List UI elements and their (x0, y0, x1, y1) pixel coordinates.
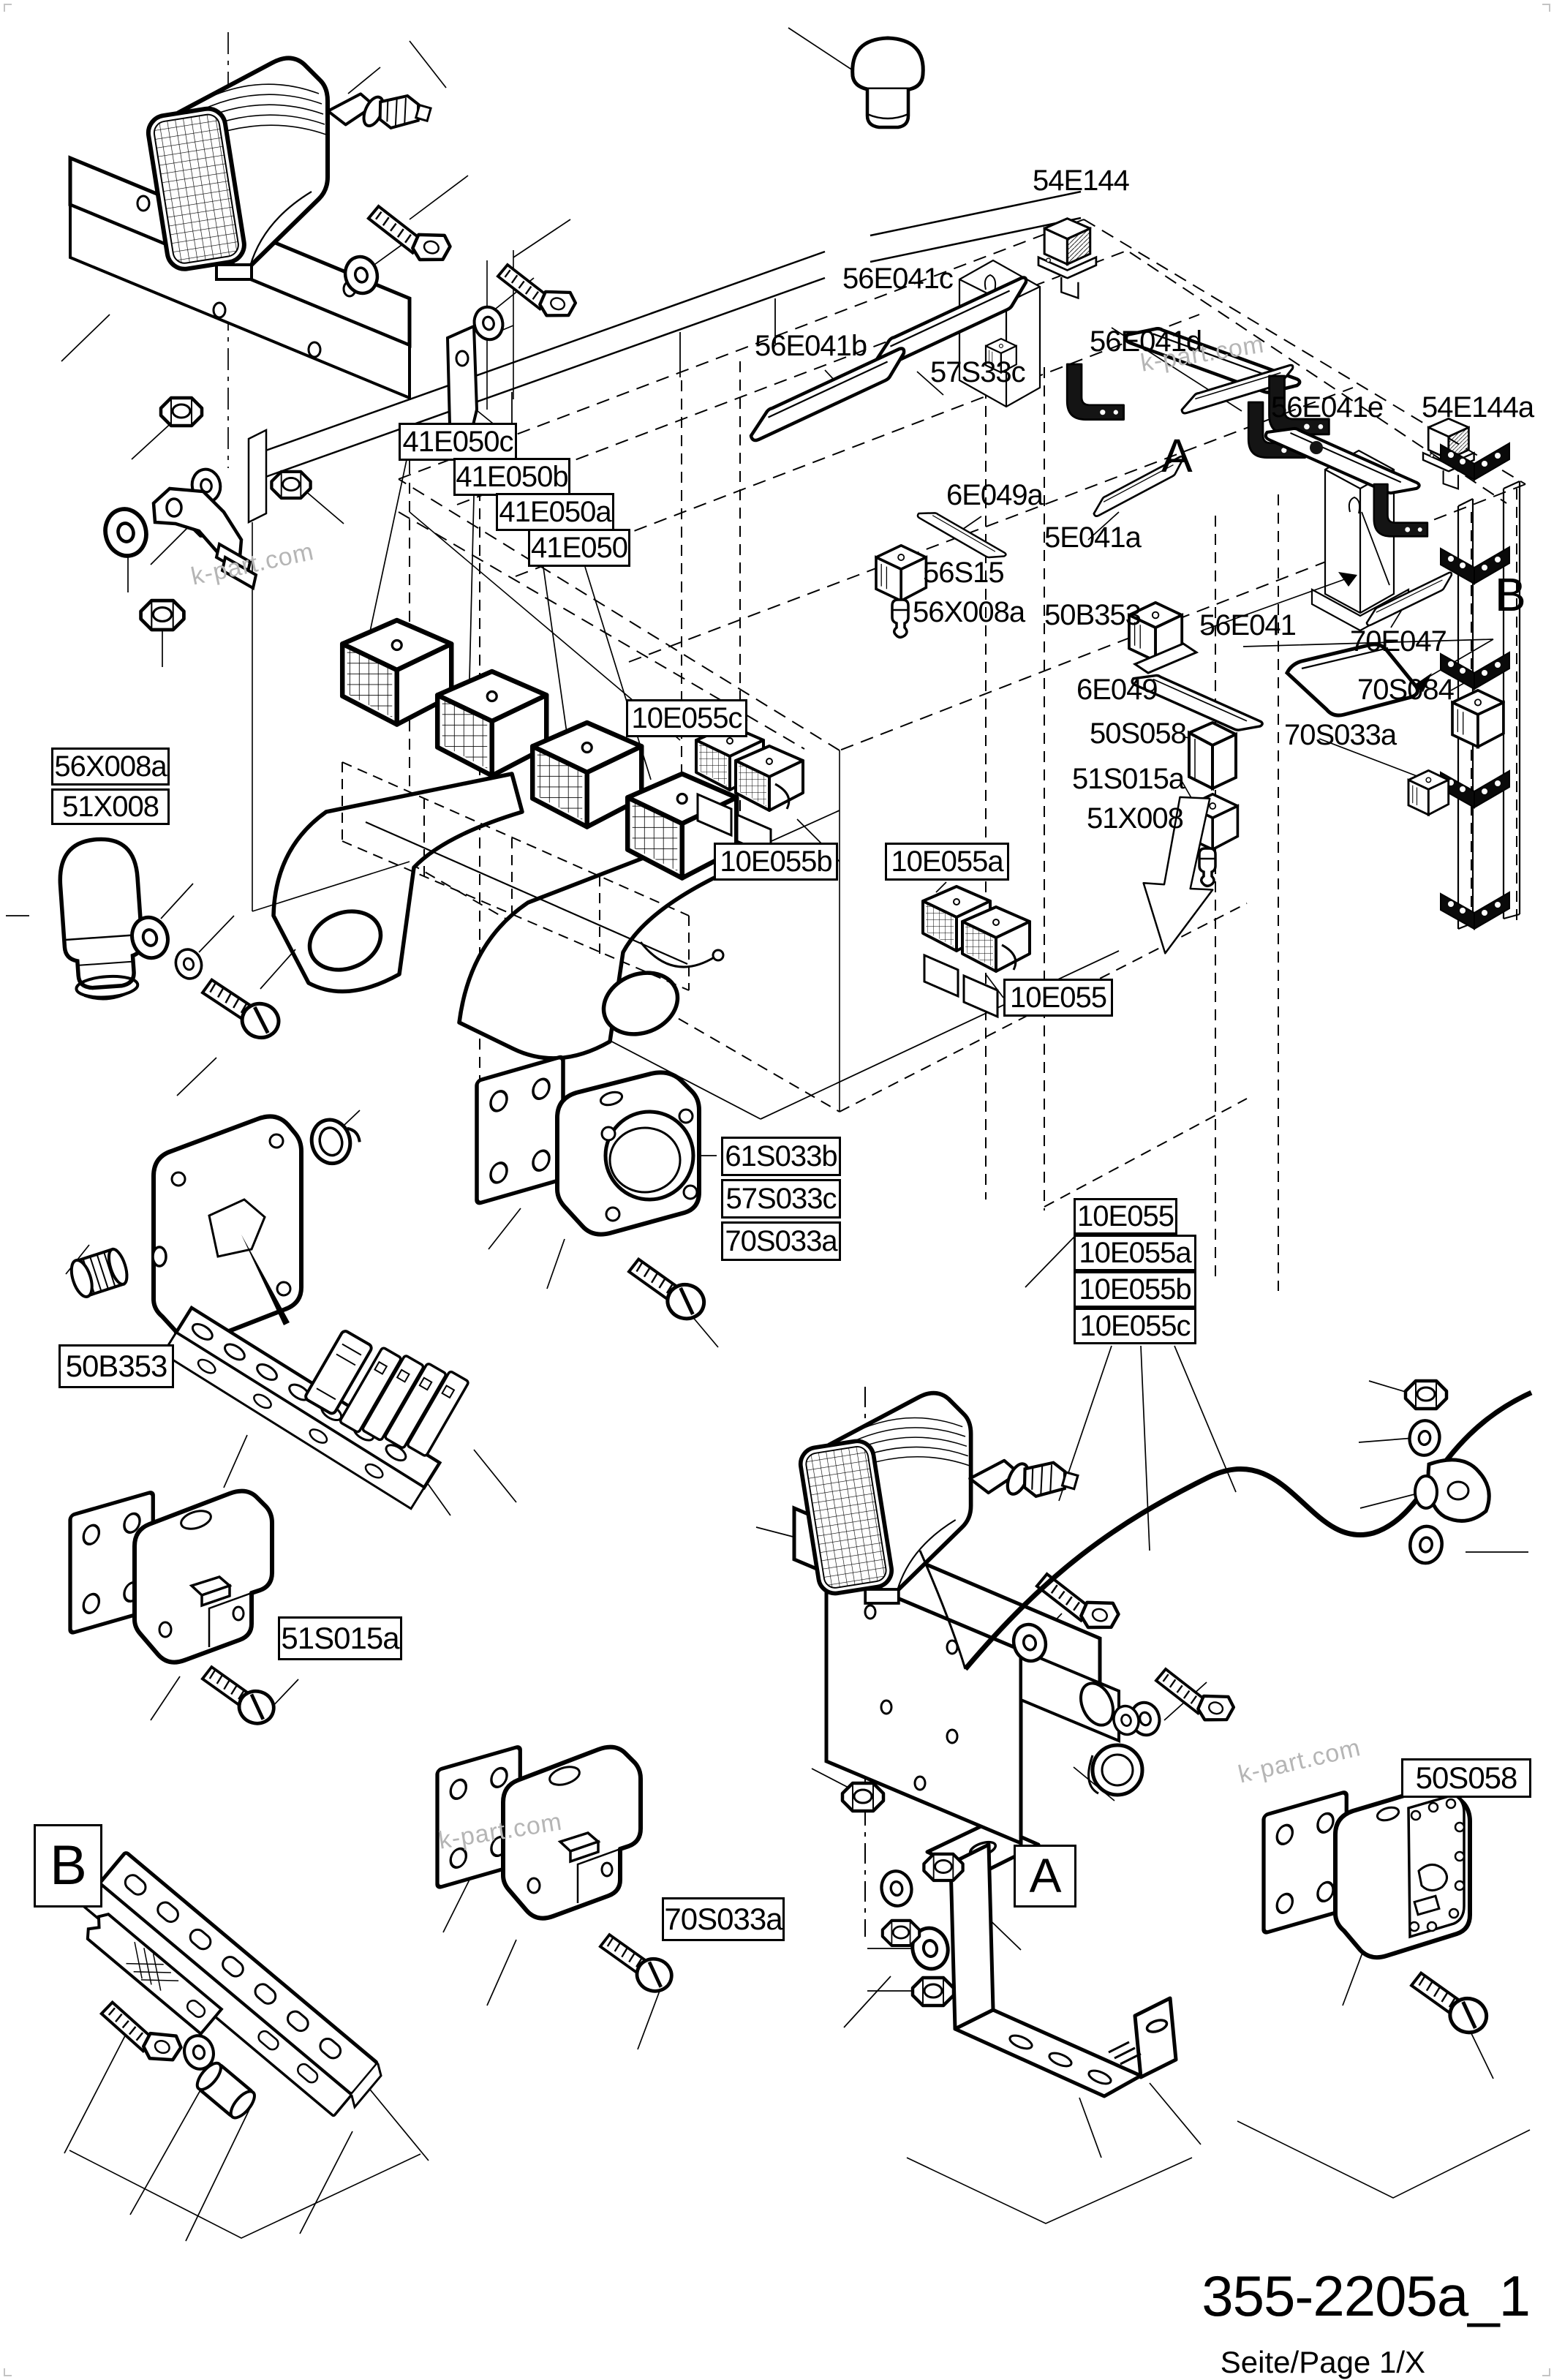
part-label-41E050a[interactable]: 41E050a (496, 493, 614, 531)
part-label-57S33c[interactable]: 57S33c (930, 356, 1026, 388)
part-label-51S015a-top[interactable]: 51S015a (1072, 763, 1185, 795)
part-label-41E050c[interactable]: 41E050c (399, 423, 517, 461)
down-arrow (1142, 796, 1214, 954)
part-label-5E041a[interactable]: 5E041a (1044, 521, 1142, 554)
part-label-54E144a[interactable]: 54E144a (1422, 391, 1534, 423)
part-label-10E055b-stack[interactable]: 10E055b (1074, 1271, 1196, 1308)
drawing-number: 355-2205a_1 (1202, 2264, 1531, 2328)
watermark-1: k-part.com (188, 537, 317, 591)
part-label-50B353-box[interactable]: 50B353 (59, 1344, 174, 1388)
watermark-4: k-part.com (1235, 1733, 1364, 1789)
part-label-10E055c-box[interactable]: 10E055c (626, 699, 747, 737)
part-label-70E047[interactable]: 70E047 (1350, 625, 1447, 658)
speaker-part-61S033b (477, 1056, 711, 1322)
roof-parts (744, 36, 1510, 930)
part-label-51X008-box[interactable]: 51X008 (51, 788, 170, 825)
part-label-56E041d[interactable]: 56E041d (1090, 325, 1202, 358)
part-label-10E055-stack[interactable]: 10E055 (1074, 1198, 1177, 1235)
part-label-56E041[interactable]: 56E041 (1199, 609, 1297, 641)
part-label-56E041c[interactable]: 56E041c (842, 263, 954, 295)
part-label-56X008a-top[interactable]: 56X008a (913, 596, 1025, 628)
part-label-6E049[interactable]: 6E049 (1076, 674, 1158, 706)
part-label-70S033a-top[interactable]: 70S033a (1284, 719, 1397, 751)
part-label-70S084[interactable]: 70S084 (1357, 674, 1455, 706)
part-label-6E049a[interactable]: 6E049a (946, 479, 1044, 511)
mounting-rail-B (80, 1851, 382, 2120)
view-ref-A-box: A (1014, 1845, 1076, 1908)
watermark-3: k-part.com (436, 1807, 565, 1855)
worklamp-assembly-top-left (68, 58, 580, 538)
junction-box-50B353 (69, 1114, 469, 1510)
page-indicator: Seite/Page 1/X (1220, 2345, 1425, 2379)
part-label-10E055c-stack[interactable]: 10E055c (1074, 1308, 1196, 1344)
part-label-41E050b[interactable]: 41E050b (453, 458, 570, 496)
part-label-54E144[interactable]: 54E144 (1033, 165, 1130, 197)
part-label-56E041b[interactable]: 56E041b (755, 330, 867, 362)
part-label-57S033c[interactable]: 57S033c (721, 1179, 841, 1219)
part-label-10E055a-box[interactable]: 10E055a (885, 843, 1009, 881)
lamp-row-41E050 (342, 620, 736, 991)
part-label-51X008-top[interactable]: 51X008 (1087, 802, 1184, 835)
part-label-50S058-btm[interactable]: 50S058 (1401, 1758, 1531, 1798)
part-label-51S015a-box[interactable]: 51S015a (278, 1616, 402, 1660)
part-label-41E050[interactable]: 41E050 (528, 529, 630, 567)
horn-box-50S058 (1264, 1785, 1493, 2036)
part-label-56X008a-box[interactable]: 56X008a (51, 747, 170, 786)
view-ref-B-view: B (1495, 568, 1526, 621)
part-label-10E055-mid[interactable]: 10E055 (1003, 979, 1113, 1017)
terminal-bracket-parts (100, 486, 258, 667)
part-label-70S033a-stack[interactable]: 70S033a (721, 1221, 841, 1261)
part-label-50B353-top[interactable]: 50B353 (1044, 599, 1142, 631)
part-label-70S033a-btm[interactable]: 70S033a (662, 1897, 785, 1941)
part-label-56E041e[interactable]: 56E041e (1271, 391, 1384, 423)
part-label-50S058-top[interactable]: 50S058 (1090, 718, 1187, 750)
view-ref-A-view: A (1161, 429, 1193, 482)
part-label-10E055b-box[interactable]: 10E055b (714, 843, 838, 881)
rubber-cap (850, 36, 925, 91)
part-label-56S15[interactable]: 56S15 (923, 557, 1005, 589)
part-label-61S033b[interactable]: 61S033b (721, 1137, 841, 1176)
part-label-10E055a-stack[interactable]: 10E055a (1074, 1235, 1196, 1271)
worklamp-assembly-bottom (792, 1381, 1533, 1946)
horn-part-56X008a (58, 837, 284, 1042)
corner-marks (4, 4, 1550, 2376)
view-ref-B-box: B (34, 1824, 102, 1908)
